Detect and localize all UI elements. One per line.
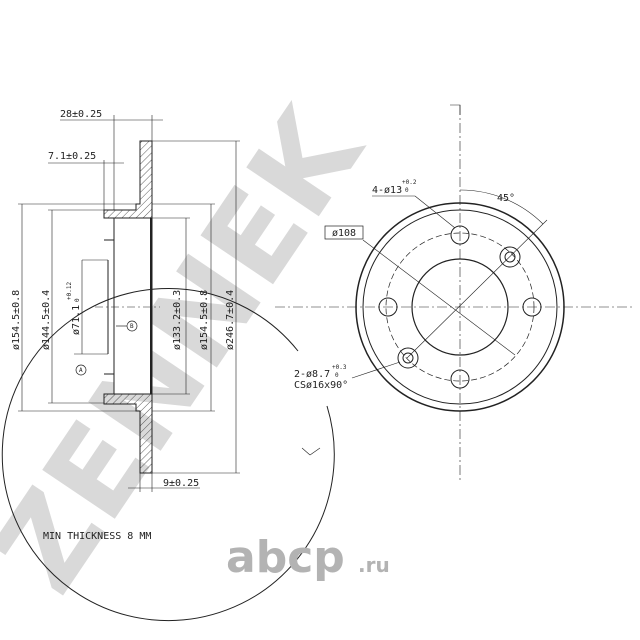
logo-main: abcp xyxy=(226,532,345,583)
dia-disc: ø246.7±0.4 xyxy=(225,290,236,350)
dia-hat-inside: ø133.2±0.3 xyxy=(172,290,183,350)
aux-holes-tol-upper: +0.3 xyxy=(332,364,347,371)
dim-hat-wall: 7.1±0.25 xyxy=(48,151,96,162)
datum-a: A xyxy=(79,367,83,374)
min-thickness-note: MIN THICKNESS 8 MM xyxy=(43,531,151,542)
dim-width-total: 28±0.25 xyxy=(60,109,102,120)
bore-tol-lower: 0 xyxy=(74,298,81,302)
dim-disc-thickness: 9±0.25 xyxy=(163,478,199,489)
section-view xyxy=(18,115,240,492)
countersink-label: CSø16x90° xyxy=(294,380,348,391)
dia-center-bore: ø71.1 xyxy=(71,305,82,335)
bolt-holes-label: 4-ø13 xyxy=(372,185,402,196)
abcp-logo: abcp .ru xyxy=(226,532,390,583)
aux-holes-tol-lower: 0 xyxy=(335,372,339,379)
dia-hat-inner: ø144.5±0.4 xyxy=(41,290,52,350)
bolt-holes-tol-upper: +0.2 xyxy=(402,179,417,186)
dia-outer-hat: ø154.5±0.8 xyxy=(11,290,22,350)
bore-tol-upper: +0.12 xyxy=(66,282,73,300)
disc-outer-edge xyxy=(1,288,335,622)
aux-holes-label: 2-ø8.7 xyxy=(294,369,330,380)
bolt-holes-tol-lower: 0 xyxy=(405,187,409,194)
logo-suffix: .ru xyxy=(358,553,390,577)
datum-b: B xyxy=(130,323,134,330)
angle-label: 45° xyxy=(497,193,515,204)
pcd-label: ø108 xyxy=(332,228,356,239)
dia-hat-outer-right: ø154.5±0.8 xyxy=(199,290,210,350)
front-view xyxy=(1,104,635,622)
